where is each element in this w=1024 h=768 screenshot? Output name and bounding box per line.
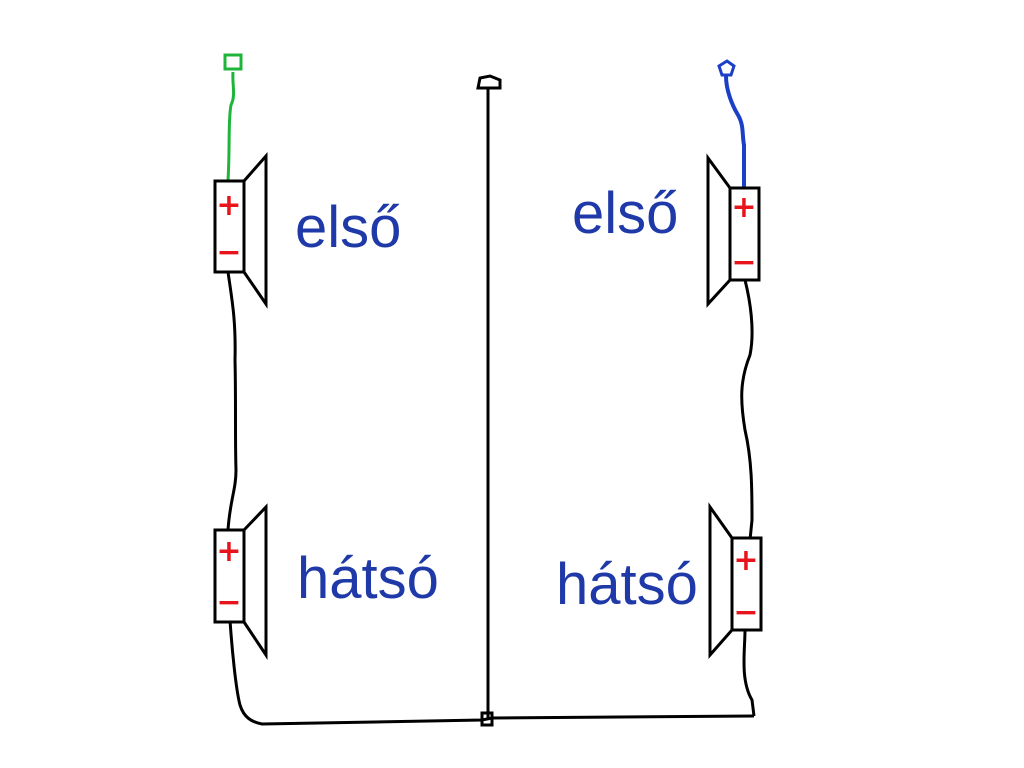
left-rear-label: hátsó	[297, 546, 439, 611]
minus-sign: −	[731, 245, 756, 280]
left-front-speaker: + −	[213, 152, 268, 309]
speaker-magnet	[213, 528, 246, 624]
right-front-speaker: + −	[706, 153, 761, 308]
bottom-return-wire	[228, 619, 755, 726]
left-rear-speaker: + −	[213, 503, 268, 660]
right-rear-return-wire	[742, 629, 756, 717]
left-front-label: első	[295, 195, 401, 260]
right-series-wire	[740, 279, 754, 541]
minus-sign: −	[216, 585, 241, 620]
speaker-cone	[242, 503, 268, 660]
minus-sign: −	[216, 235, 241, 270]
speaker-cone	[708, 502, 734, 659]
plus-sign: +	[733, 543, 758, 578]
speaker-magnet	[213, 179, 246, 274]
right-input-terminal	[717, 59, 736, 77]
plus-sign: +	[216, 188, 241, 223]
speaker-cone	[706, 153, 732, 308]
plus-sign: +	[731, 190, 756, 225]
speaker-cone	[242, 152, 268, 309]
speaker-magnet	[728, 186, 761, 282]
right-rear-speaker: + −	[708, 502, 763, 659]
left-input-terminal	[223, 53, 243, 71]
speaker-magnet	[730, 536, 763, 632]
common-terminal	[476, 74, 502, 90]
left-series-wire	[226, 271, 238, 531]
left-input-wire	[226, 71, 236, 181]
plus-sign: +	[216, 534, 241, 569]
right-input-wire	[724, 75, 746, 188]
right-rear-label: hátsó	[556, 552, 698, 617]
minus-sign: −	[733, 595, 758, 630]
right-front-label: első	[572, 181, 678, 246]
